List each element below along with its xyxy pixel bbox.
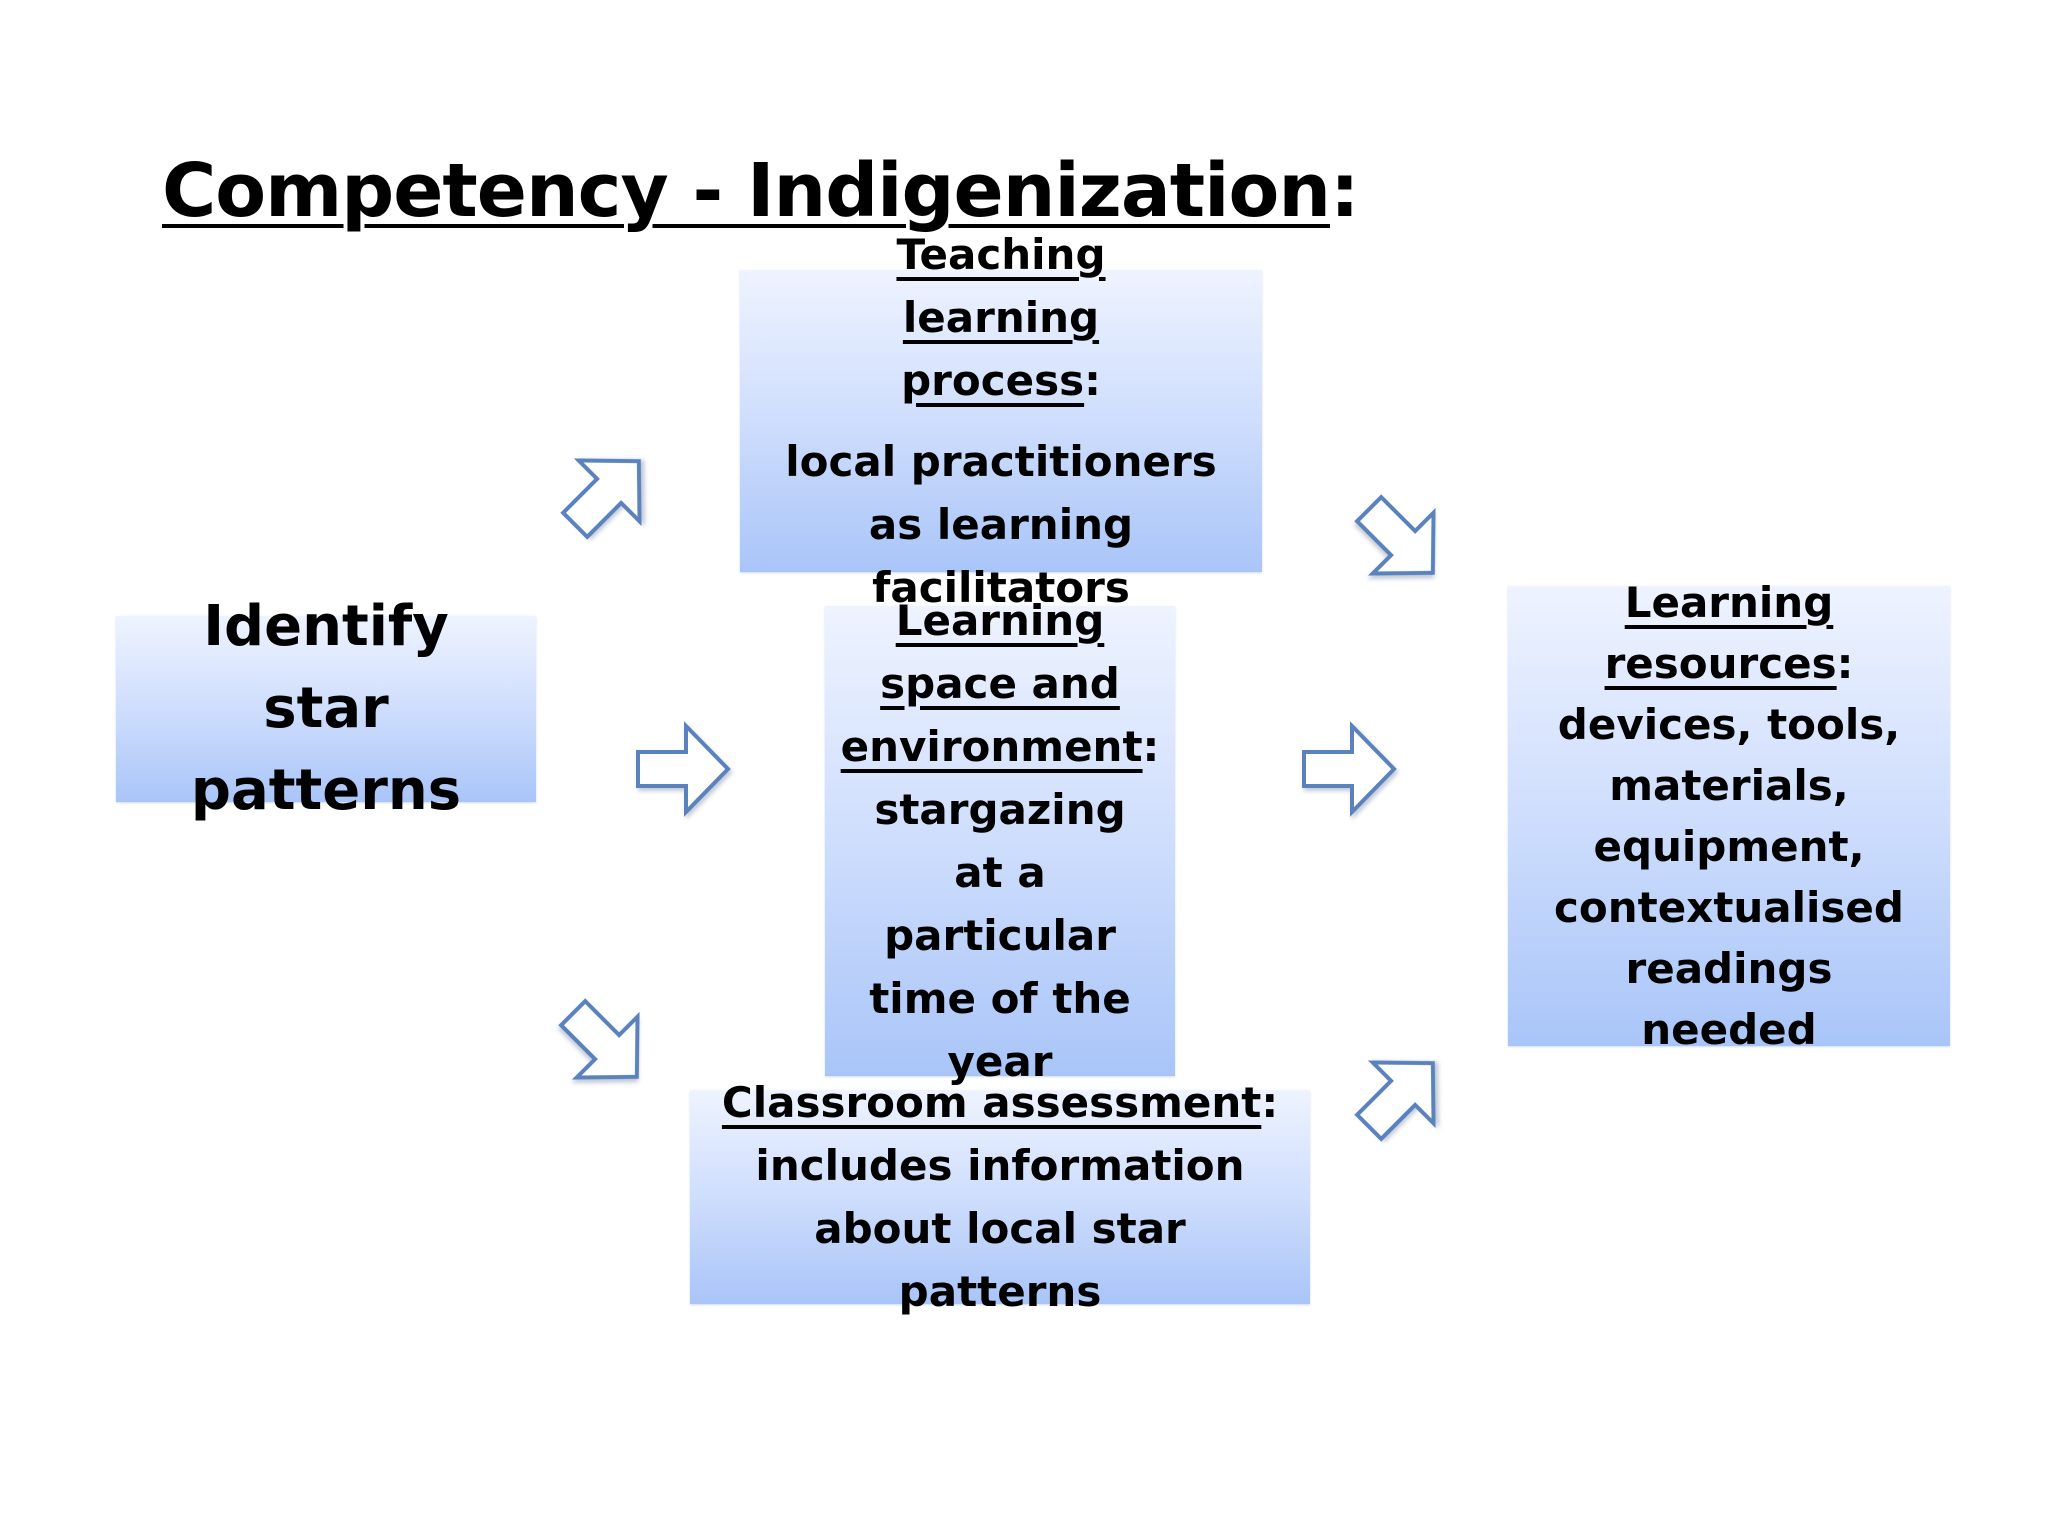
node-teaching-heading-suffix: : xyxy=(1084,356,1101,405)
slide-title-suffix: : xyxy=(1330,148,1360,234)
node-assessment-heading: Classroom assessment: xyxy=(722,1071,1278,1134)
node-identify-star-patterns: Identify star patterns xyxy=(116,594,536,823)
arrow-start-to-assessment-icon xyxy=(558,998,640,1080)
node-space-body: stargazing at a particular time of the y… xyxy=(869,785,1131,1086)
node-teaching-body: local practitioners as learning facilita… xyxy=(785,437,1217,612)
node-space-heading: Learning space and environment: xyxy=(825,589,1175,778)
node-teaching-learning-process: Teaching learning process: local practit… xyxy=(740,230,1262,612)
arrow-start-to-space xyxy=(628,714,738,824)
arrow-assessment-to-resources-icon xyxy=(1354,1060,1436,1142)
arrow-space-to-resources xyxy=(1294,714,1404,824)
arrow-teaching-to-resources-icon xyxy=(1354,494,1436,576)
slide-title-main: Competency - Indigenization xyxy=(162,148,1331,234)
node-teaching-heading-text: Teaching learning process xyxy=(896,230,1106,405)
node-resources-body: devices, tools, materials, equipment, co… xyxy=(1554,700,1904,1054)
node-space-heading-text: Learning space and environment xyxy=(840,596,1143,771)
arrow-space-to-resources-icon xyxy=(1302,721,1397,817)
arrow-start-to-assessment xyxy=(527,967,683,1123)
arrow-start-to-teaching xyxy=(529,415,685,571)
node-identify-star-patterns-text: Identify star patterns xyxy=(190,594,462,823)
node-teaching-heading: Teaching learning process: xyxy=(740,223,1262,412)
node-classroom-assessment: Classroom assessment: includes informati… xyxy=(690,1078,1310,1316)
arrow-teaching-to-resources xyxy=(1323,463,1479,619)
node-assessment-body: includes information about local star pa… xyxy=(755,1141,1245,1316)
node-learning-resources: Learning resources: devices, tools, mate… xyxy=(1508,578,1950,1054)
node-resources-heading: Learning resources: xyxy=(1508,572,1950,694)
node-assessment-heading-suffix: : xyxy=(1261,1078,1279,1127)
arrow-start-to-space-icon xyxy=(636,721,731,817)
node-space-heading-suffix: : xyxy=(1142,722,1160,771)
slide-title: Competency - Indigenization: xyxy=(162,148,1360,234)
node-resources-heading-text: Learning resources xyxy=(1604,578,1837,688)
node-assessment-heading-text: Classroom assessment xyxy=(721,1078,1262,1127)
node-resources-heading-suffix: : xyxy=(1836,639,1854,688)
arrow-assessment-to-resources xyxy=(1323,1017,1479,1173)
node-learning-space: Learning space and environment: stargazi… xyxy=(825,596,1175,1086)
arrow-start-to-teaching-icon xyxy=(560,458,642,540)
